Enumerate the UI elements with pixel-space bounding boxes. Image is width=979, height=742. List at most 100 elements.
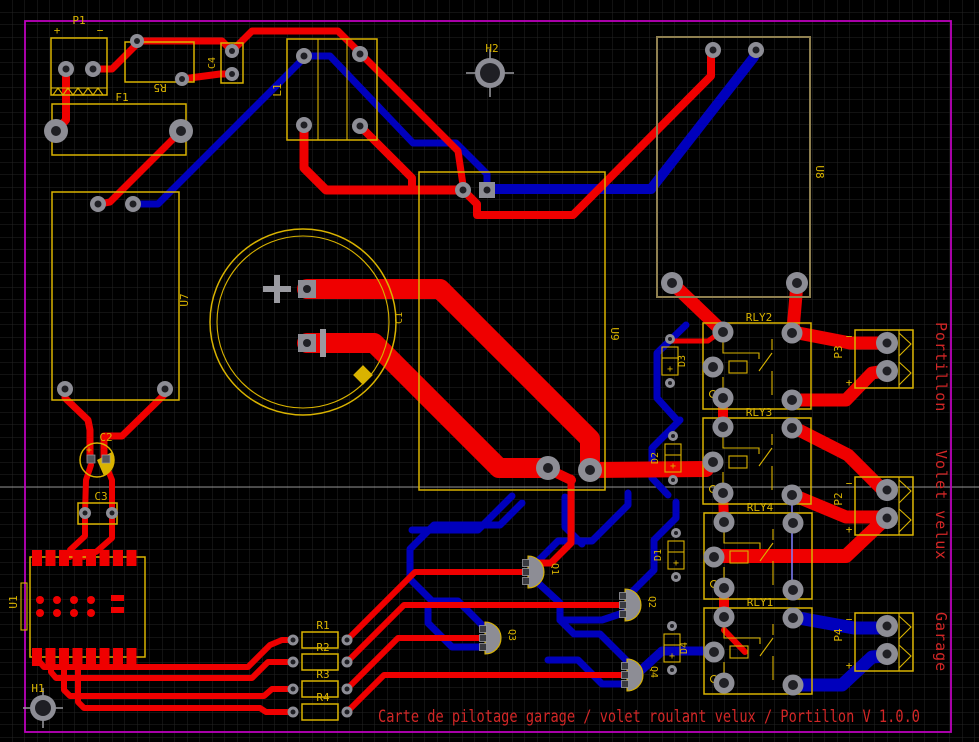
copper-trace[interactable] — [786, 610, 892, 635]
component-rly3[interactable]: RLY3 — [702, 406, 812, 506]
copper-trace[interactable] — [665, 276, 727, 336]
component-q1[interactable]: Q1 — [522, 555, 561, 589]
smd-pad[interactable] — [111, 595, 124, 601]
component-u1[interactable]: U1 — [7, 550, 146, 666]
smd-pad[interactable] — [113, 648, 123, 666]
board-outline[interactable] — [24, 20, 952, 733]
component-r3[interactable]: R3 — [287, 668, 353, 698]
smd-pad[interactable] — [59, 550, 69, 566]
component-u9[interactable]: U9 — [418, 171, 621, 491]
component-c4[interactable]: C4 — [207, 42, 244, 84]
mounting-hole-h2[interactable]: H2 — [466, 42, 514, 97]
component-q3[interactable]: Q3 — [479, 621, 518, 655]
component-l1[interactable]: L1 — [271, 38, 378, 141]
copper-trace[interactable] — [582, 461, 714, 478]
pad[interactable] — [619, 592, 627, 600]
pad[interactable] — [621, 671, 629, 679]
smd-pad[interactable] — [86, 550, 96, 566]
copper-trace[interactable] — [297, 279, 600, 478]
smd-pad[interactable] — [59, 648, 69, 666]
copper-trace[interactable] — [48, 657, 296, 681]
smd-pad[interactable] — [70, 609, 78, 617]
smd-pad[interactable] — [45, 550, 56, 566]
smd-pad[interactable] — [99, 550, 110, 566]
copper-trace[interactable] — [556, 616, 636, 670]
copper-trace[interactable] — [300, 52, 491, 190]
smd-pad[interactable] — [70, 596, 78, 604]
copper-trace[interactable] — [459, 48, 715, 219]
component-rly1[interactable]: RLY1 — [703, 596, 813, 696]
smd-pad[interactable] — [32, 550, 42, 566]
copper-trace[interactable] — [228, 27, 467, 189]
copper-trace[interactable] — [408, 492, 516, 534]
pad[interactable] — [621, 662, 629, 670]
smd-pad[interactable] — [36, 609, 44, 617]
pad[interactable] — [101, 454, 111, 464]
smd-pad[interactable] — [45, 648, 56, 666]
copper-trace[interactable] — [530, 474, 575, 567]
copper-trace[interactable] — [67, 516, 88, 560]
smd-pad[interactable] — [72, 550, 83, 566]
copper-trace[interactable] — [82, 462, 94, 516]
smd-pads[interactable] — [32, 550, 137, 666]
component-r2[interactable]: R2 — [287, 641, 353, 671]
pad[interactable] — [86, 454, 96, 464]
smd-pad[interactable] — [99, 648, 110, 666]
component-r1[interactable]: R1 — [287, 619, 353, 649]
copper-trace[interactable] — [532, 489, 632, 567]
smd-pad[interactable] — [72, 648, 83, 666]
component-rly4[interactable]: RLY4 — [703, 501, 813, 601]
copper-trace[interactable] — [707, 513, 891, 563]
copper-trace[interactable] — [624, 498, 680, 600]
component-p1[interactable]: P1 + − — [50, 14, 108, 96]
component-d1[interactable]: +D1 — [653, 528, 685, 582]
copper-trace[interactable] — [344, 602, 628, 665]
component-rly2[interactable]: RLY2 — [702, 311, 812, 411]
copper-trace[interactable] — [561, 493, 586, 548]
smd-pad[interactable] — [126, 648, 137, 666]
smd-pad[interactable] — [87, 596, 95, 604]
copper-trace[interactable] — [35, 637, 296, 670]
pad[interactable] — [522, 559, 530, 567]
component-c2[interactable]: + C2 — [79, 431, 115, 478]
copper-trace[interactable] — [786, 325, 892, 350]
component-c1[interactable]: C1 — [209, 228, 405, 416]
smd-pad[interactable] — [87, 609, 95, 617]
copper-trace[interactable] — [297, 333, 556, 478]
copper-trace[interactable] — [406, 499, 526, 633]
smd-pad[interactable] — [126, 550, 137, 566]
smd-pad[interactable] — [113, 550, 123, 566]
copper-trace[interactable] — [344, 635, 487, 692]
component-r4[interactable]: R4 — [287, 691, 353, 721]
smd-pad[interactable] — [36, 596, 44, 604]
copper-trace[interactable] — [75, 657, 296, 715]
pad[interactable] — [522, 577, 530, 585]
pad[interactable] — [619, 610, 627, 618]
smd-pad[interactable] — [111, 607, 124, 613]
copper-trace[interactable] — [344, 672, 631, 715]
pad[interactable] — [479, 643, 487, 651]
pad[interactable] — [522, 568, 530, 576]
copper-trace[interactable] — [61, 657, 296, 699]
component-r5[interactable]: R5 — [124, 41, 195, 94]
copper-trace[interactable] — [721, 627, 748, 655]
component-d4[interactable]: +D4 — [663, 621, 690, 675]
component-q4[interactable]: Q4 — [621, 658, 660, 692]
pad[interactable] — [479, 625, 487, 633]
component-d2[interactable]: +D2 — [650, 431, 682, 485]
component-p3[interactable]: P3−+ — [832, 329, 914, 389]
component-p4[interactable]: P4−+ — [832, 612, 914, 672]
smd-pad[interactable] — [86, 648, 96, 666]
pad[interactable] — [621, 680, 629, 688]
copper-trace[interactable] — [299, 120, 465, 195]
component-u8[interactable]: U8 — [656, 36, 826, 298]
component-q2[interactable]: Q2 — [619, 588, 658, 622]
copper-trace[interactable] — [344, 569, 526, 643]
pad[interactable] — [479, 634, 487, 642]
pad[interactable] — [619, 601, 627, 609]
component-p2[interactable]: P2−+ — [832, 476, 914, 536]
smd-pad[interactable] — [32, 648, 42, 666]
smd-pad[interactable] — [53, 609, 61, 617]
component-u7[interactable]: U7 — [51, 191, 191, 401]
component-d3[interactable]: +D3 — [661, 334, 688, 388]
